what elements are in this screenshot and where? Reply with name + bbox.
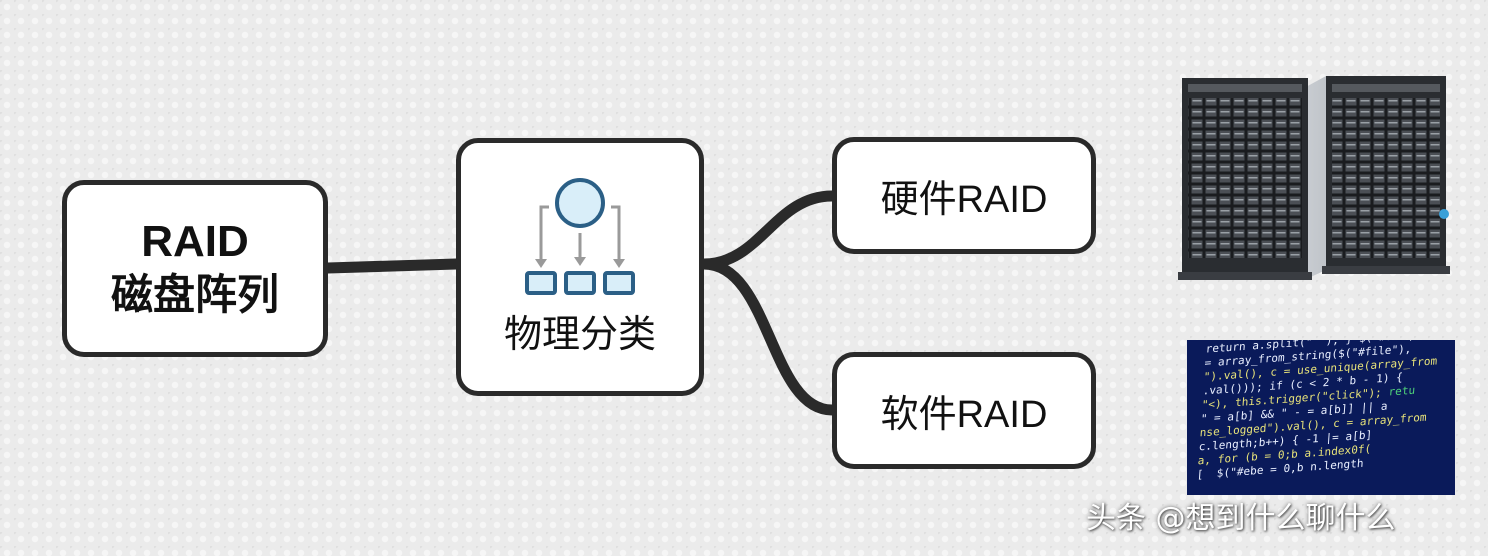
branch-node-physical-classification[interactable]: 物理分类	[456, 138, 704, 396]
hardware-raid-label: 硬件RAID	[880, 179, 1048, 221]
tower-server-image	[1178, 76, 1450, 280]
root-subtitle: 磁盘阵列	[110, 269, 279, 319]
watermark-text: 头条 @想到什么聊什么	[1086, 501, 1396, 536]
branch-label: 物理分类	[503, 311, 656, 356]
root-to-branch-connector	[322, 258, 462, 274]
hierarchy-icon	[525, 177, 635, 295]
branch-to-software-connector	[698, 258, 838, 416]
leaf-node-software-raid[interactable]: 软件RAID	[832, 352, 1096, 469]
source-code-image: return a.split(" "); } $("#unique") = ar…	[1187, 340, 1455, 495]
branch-to-hardware-connector	[698, 190, 838, 270]
root-title: RAID	[141, 216, 249, 266]
root-node-raid[interactable]: RAID 磁盘阵列	[62, 180, 328, 357]
leaf-node-hardware-raid[interactable]: 硬件RAID	[832, 137, 1096, 254]
software-raid-label: 软件RAID	[880, 394, 1048, 436]
